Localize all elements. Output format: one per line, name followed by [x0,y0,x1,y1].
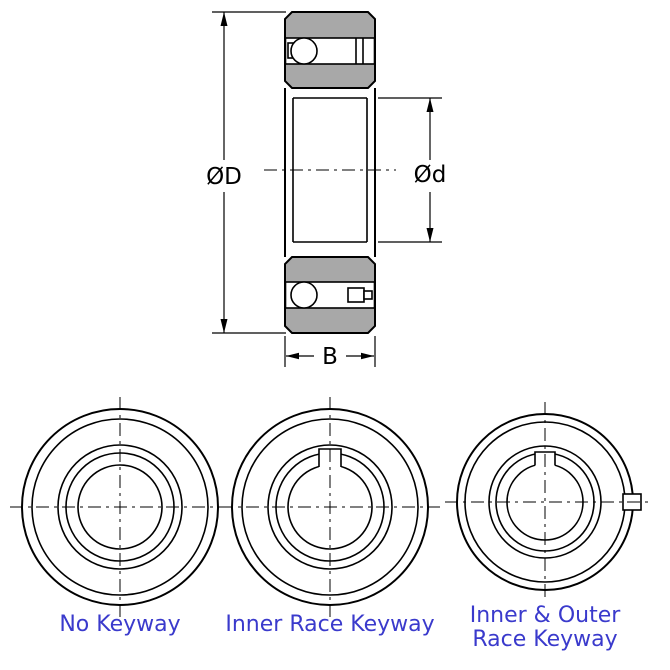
front-view-no-keyway: No Keyway [10,397,230,637]
variant-label-inner-outer-line1: Inner & Outer [470,603,622,628]
arrowhead-down [426,228,434,242]
front-view-inner-outer-race-keyway: Inner & Outer Race Keyway [445,402,648,652]
bore-circle [77,464,163,550]
variant-label-inner-outer-line2: Race Keyway [472,627,617,652]
arrowhead-up [220,12,228,26]
key-detail-bottom [363,290,373,300]
dimension-bore-diameter: Ød [378,97,447,243]
front-view-inner-race-keyway: Inner Race Keyway [220,397,440,637]
outer-chamfer-circle [241,418,419,596]
arrowhead-left [286,352,299,360]
sprag-detail-bottom [347,287,365,303]
outer-diameter-label: ØD [206,164,242,190]
variant-label-inner-race-keyway: Inner Race Keyway [225,612,434,637]
arrowhead-down [220,319,228,333]
race-outer-circle [267,444,393,570]
cross-section-view: ØD Ød B [206,11,447,370]
rolling-element-top [290,37,318,65]
dimension-outer-diameter: ØD [206,11,286,334]
bore-circle [506,463,584,541]
variant-label-no-keyway: No Keyway [59,612,180,637]
bore-diameter-label: Ød [414,162,447,188]
inner-keyway-notch [534,451,556,466]
arrowhead-right [361,352,374,360]
arrowhead-up [426,98,434,112]
width-label: B [322,344,338,370]
dimension-width: B [284,336,376,370]
rolling-element-bottom [290,281,318,309]
outer-chamfer-circle [31,418,209,596]
race-outer-circle [57,444,183,570]
